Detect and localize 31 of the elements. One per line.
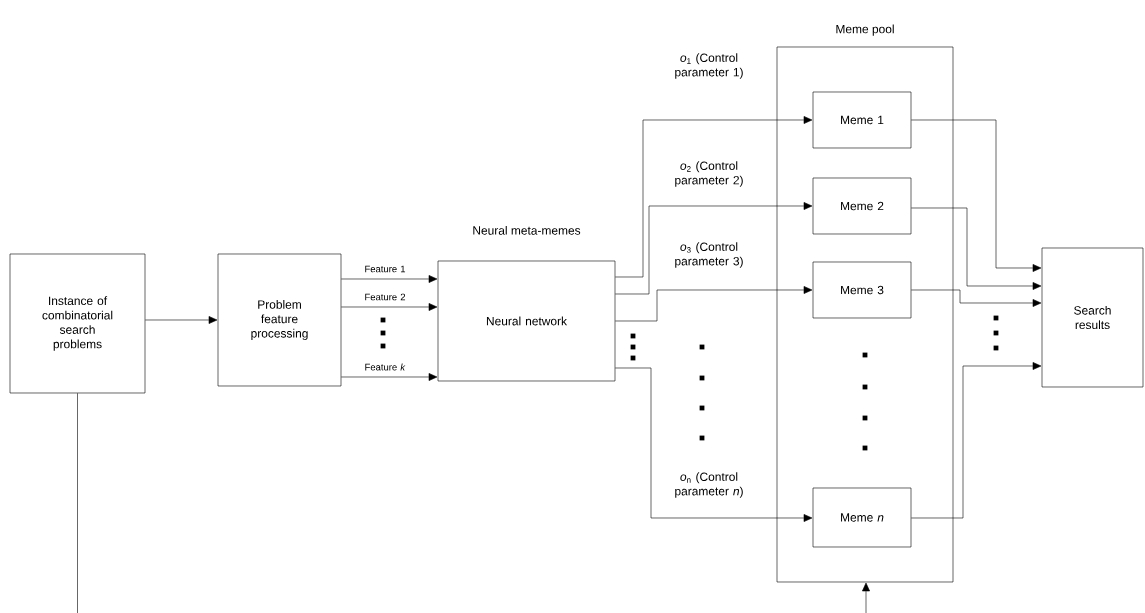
edge-label: Feature 1 (365, 265, 406, 273)
meme-box: Meme 2 (812, 177, 912, 235)
arrow (911, 207, 1042, 290)
heading-text: Neural meta-memes (473, 225, 581, 235)
meme-box: Meme n (812, 487, 912, 548)
arrow (341, 275, 438, 283)
arrow (862, 582, 870, 613)
arrow (341, 303, 438, 311)
edge-label: Feature k (365, 363, 406, 371)
heading-text: Meme pool (836, 24, 894, 36)
edge-label: o$_{1}$ (Control parameter 1) (675, 53, 743, 79)
arrow (911, 289, 1042, 307)
arrow (615, 116, 813, 278)
process-box: Instance of combinatorial search problems (9, 253, 146, 394)
arrow (911, 119, 1042, 272)
process-box: Problem feature processing (217, 253, 342, 387)
arrow (615, 286, 813, 322)
edge-label: Feature 2 (365, 293, 406, 301)
network-box: Neural network (437, 260, 616, 382)
connector-line (77, 393, 78, 613)
result-box: Search results (1041, 247, 1144, 388)
edge-label: o$_{2}$ (Control parameter 2) (675, 161, 743, 187)
meme-box: Meme 1 (812, 91, 912, 149)
arrow (615, 367, 813, 522)
arrow (911, 362, 1042, 519)
edge-label: o$_{n}$ (Control parameter n) (675, 472, 743, 498)
arrow (145, 316, 218, 324)
arrow (341, 373, 438, 381)
arrow (615, 202, 813, 295)
edge-label: o$_{3}$ (Control parameter 3) (675, 242, 743, 268)
meme-box: Meme 3 (812, 261, 912, 319)
